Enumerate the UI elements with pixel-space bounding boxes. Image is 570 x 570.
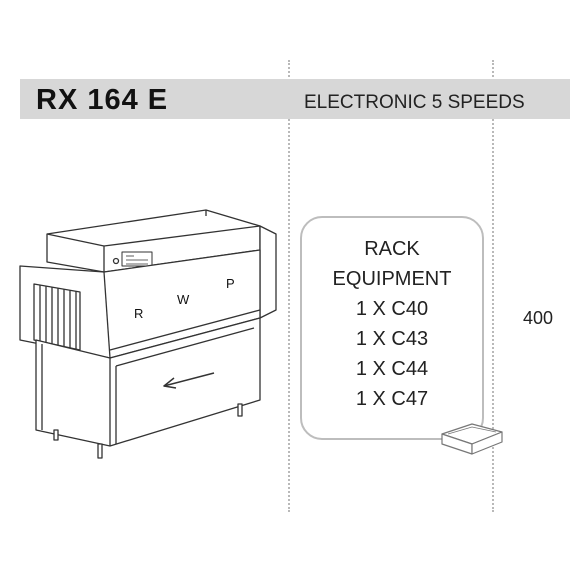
power-knob-icon <box>112 257 120 265</box>
control-panel <box>121 251 153 267</box>
rack-title-line2: EQUIPMENT <box>332 268 452 290</box>
dimension-label: 400 <box>523 308 554 328</box>
rack-item: 1 X C47 <box>355 388 429 410</box>
leg <box>237 403 243 417</box>
dishwasher-illustration: R W P <box>14 198 284 468</box>
rack-item: 1 X C43 <box>355 328 429 350</box>
header-bar: RX 164 E ELECTRONIC 5 SPEEDS <box>20 79 570 119</box>
divider-dotted-1 <box>288 60 290 512</box>
model-name: RX 164 E <box>36 84 169 116</box>
leg <box>97 443 103 459</box>
leg <box>53 429 59 441</box>
panel-label-w: W <box>177 292 190 307</box>
rack-tray-icon <box>438 418 506 460</box>
panel-label-r: R <box>134 306 143 321</box>
side-grille <box>33 283 81 351</box>
rack-item: 1 X C44 <box>355 358 429 380</box>
model-subtitle: ELECTRONIC 5 SPEEDS <box>304 92 525 113</box>
conveyor-direction-arrow-icon <box>163 372 215 387</box>
rack-equipment-box: RACK EQUIPMENT 1 X C40 1 X C43 1 X C44 1… <box>300 216 484 440</box>
rack-title-line1: RACK <box>364 238 420 260</box>
divider-dotted-2 <box>492 60 494 512</box>
panel-label-p: P <box>226 276 235 291</box>
rack-item: 1 X C40 <box>355 298 429 320</box>
